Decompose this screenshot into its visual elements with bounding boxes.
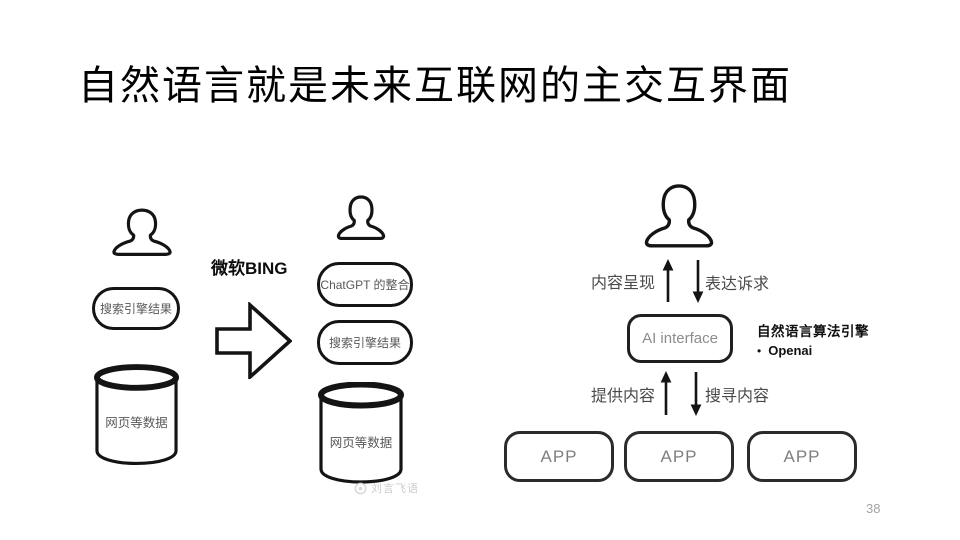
chatgpt-integration-label: ChatGPT 的整合 [320, 278, 410, 292]
engine-bullet-row: • Openai [757, 343, 869, 358]
engine-title: 自然语言算法引擎 [757, 324, 869, 339]
middle-search-result-label: 搜索引擎结果 [328, 336, 401, 350]
left-search-result-label: 搜索引擎结果 [99, 302, 172, 316]
provide-content-label: 提供内容 [590, 388, 655, 405]
person-icon [336, 195, 386, 240]
middle-search-result-box: 搜索引擎结果 [317, 320, 413, 365]
search-content-label: 搜寻内容 [705, 388, 770, 405]
person-icon [643, 183, 715, 248]
person-icon [111, 208, 173, 256]
ai-interface-box: AI interface [627, 314, 733, 363]
app-box-2: APP [624, 431, 734, 482]
bullet-icon: • [757, 343, 762, 358]
database-cylinder-icon: 网页等数据 [318, 382, 404, 484]
app-label: APP [660, 446, 698, 466]
arrow-up-icon [659, 371, 673, 416]
app-label: APP [783, 446, 821, 466]
watermark-text: 刘言飞语 [371, 483, 419, 495]
right-block-arrow-icon [215, 302, 292, 379]
chatgpt-integration-box: ChatGPT 的整合 [317, 262, 413, 307]
arrow-up-icon [661, 259, 675, 303]
app-label: APP [540, 446, 578, 466]
database-cylinder-icon: 网页等数据 [94, 364, 179, 466]
arrow-down-icon [689, 371, 703, 416]
ai-interface-label: AI interface [642, 330, 718, 347]
watermark: 刘言飞语 [354, 480, 419, 496]
app-box-3: APP [747, 431, 857, 482]
page-number: 38 [866, 501, 881, 516]
bing-label: 微软BING [211, 259, 288, 278]
watermark-logo-icon [354, 482, 367, 494]
slide-title: 自然语言就是未来互联网的主交互界面 [78, 63, 792, 108]
left-data-label: 网页等数据 [105, 416, 168, 430]
arrow-down-icon [691, 259, 705, 303]
engine-note: 自然语言算法引擎 • Openai [757, 320, 869, 358]
express-demand-label: 表达诉求 [705, 276, 770, 293]
left-search-result-box: 搜索引擎结果 [92, 287, 180, 330]
content-presentation-label: 内容呈现 [590, 275, 655, 292]
middle-data-label: 网页等数据 [329, 436, 393, 450]
app-box-1: APP [504, 431, 614, 482]
engine-bullet-label: Openai [768, 343, 813, 358]
